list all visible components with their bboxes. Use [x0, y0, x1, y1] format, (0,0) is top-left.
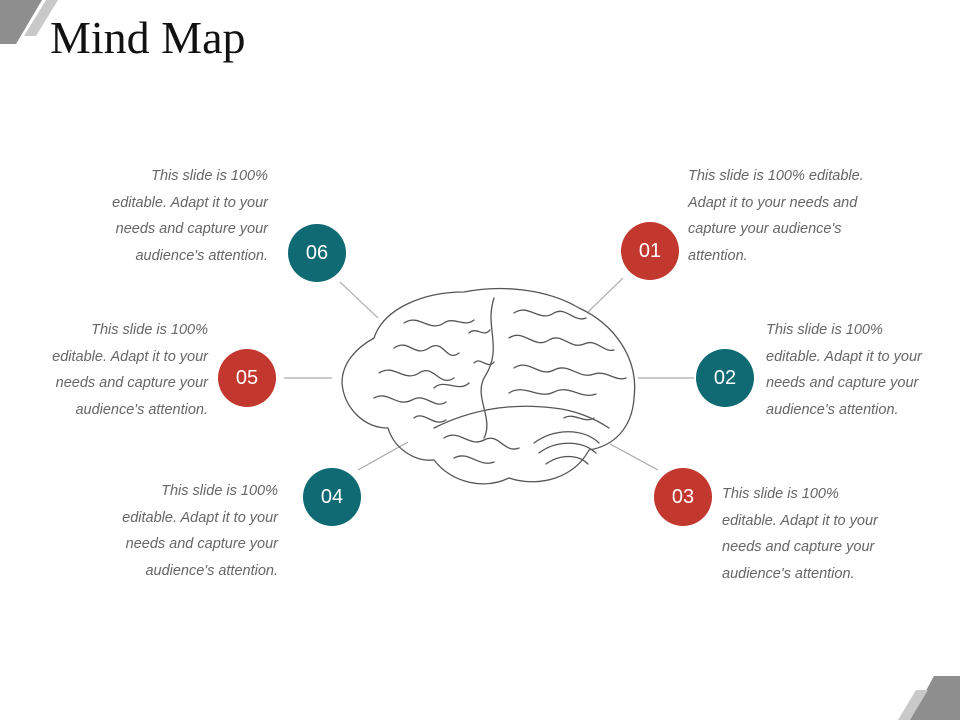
node-06: 06: [288, 224, 346, 282]
node-01: 01: [621, 222, 679, 280]
node-04-description: This slide is 100% editable. Adapt it to…: [122, 483, 278, 579]
brain-icon: [341, 287, 636, 485]
node-05: 05: [218, 349, 276, 407]
node-04: 04: [303, 468, 361, 526]
node-03-description: This slide is 100% editable. Adapt it to…: [722, 486, 878, 582]
node-01-description: This slide is 100% editable. Adapt it to…: [688, 168, 864, 264]
corner-decoration-top-left: [0, 0, 58, 44]
node-05-description: This slide is 100% editable. Adapt it to…: [52, 322, 208, 418]
node-02-description: This slide is 100% editable. Adapt it to…: [766, 322, 922, 418]
connector-06: [339, 281, 379, 319]
connector-03: [609, 443, 659, 471]
node-03: 03: [654, 468, 712, 526]
slide-title: Mind Map: [50, 12, 246, 63]
node-02: 02: [696, 349, 754, 407]
connector-01: [587, 277, 624, 313]
corner-decoration-bottom-right: [898, 676, 960, 720]
node-06-description: This slide is 100% editable. Adapt it to…: [112, 168, 268, 264]
